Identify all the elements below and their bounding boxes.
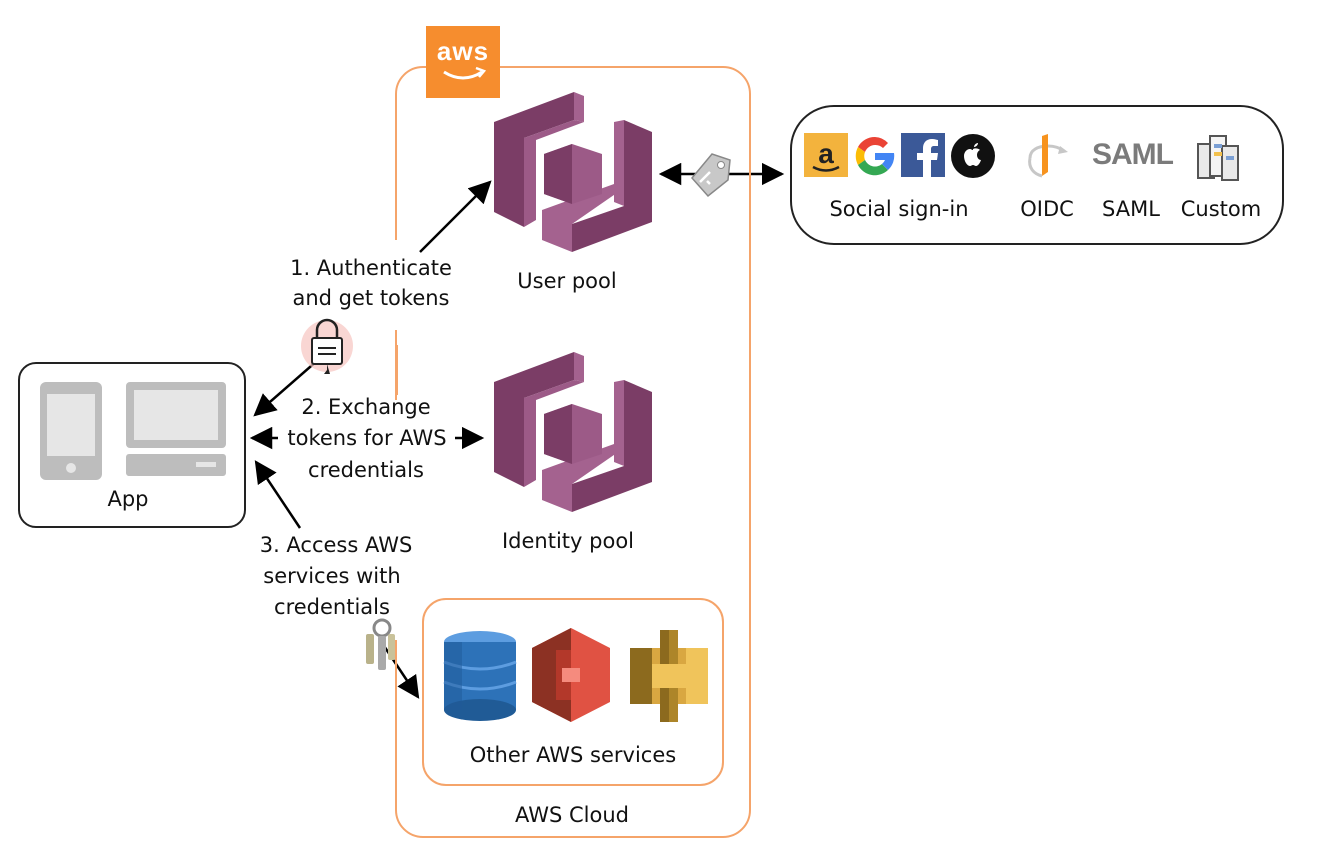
custom-label: Custom (1180, 197, 1262, 221)
tag-key-icon (691, 153, 731, 198)
user-pool-label: User pool (517, 269, 617, 293)
saml-logo: SAML (1092, 138, 1174, 171)
google-icon (855, 136, 895, 176)
aws-cloud-label: AWS Cloud (515, 803, 629, 827)
saml-label: SAML (1102, 197, 1160, 221)
api-gateway-icon (630, 630, 708, 722)
step3-line3: credentials (274, 595, 390, 619)
step3-line2: services with (263, 564, 401, 588)
arrow-access-to-app (254, 460, 302, 529)
amazon-icon: a (804, 133, 848, 177)
s3-icon (532, 628, 610, 722)
oidc-label: OIDC (1020, 197, 1074, 221)
aws-logo: aws (426, 26, 500, 98)
arrow-keys-to-services (378, 639, 420, 699)
social-sign-in-label: Social sign-in (829, 197, 969, 221)
step1-line1: 1. Authenticate (266, 253, 476, 284)
identity-providers-box (790, 105, 1284, 245)
aws-logo-text: aws (436, 36, 490, 66)
svg-text:a: a (818, 138, 834, 169)
arrow-tokens-to-app (253, 359, 319, 417)
phone-icon (40, 382, 102, 480)
other-services-container (422, 598, 724, 786)
identity-pool-label: Identity pool (501, 529, 635, 553)
identity-pool-icon (494, 352, 652, 512)
keys-icon (366, 618, 395, 670)
openid-icon (1028, 134, 1068, 178)
aws-smile-icon (443, 66, 487, 80)
app-label: App (107, 487, 149, 511)
apple-icon (951, 134, 995, 178)
step1-line2: and get tokens (292, 286, 450, 310)
app-box (18, 362, 246, 528)
facebook-icon (901, 133, 945, 177)
other-services-label: Other AWS services (469, 743, 677, 767)
arrow-authenticate (419, 180, 492, 253)
lock-icon (301, 318, 353, 374)
laptop-icon (126, 382, 226, 476)
step2-line2: tokens for AWS (280, 423, 454, 454)
step2-line1: 2. Exchange (301, 395, 431, 419)
custom-directory-icon (1197, 135, 1239, 181)
dynamodb-icon (443, 631, 517, 721)
step2-line3: credentials (308, 458, 424, 482)
user-pool-icon (494, 92, 652, 252)
step3-line1: 3. Access AWS (259, 533, 413, 557)
